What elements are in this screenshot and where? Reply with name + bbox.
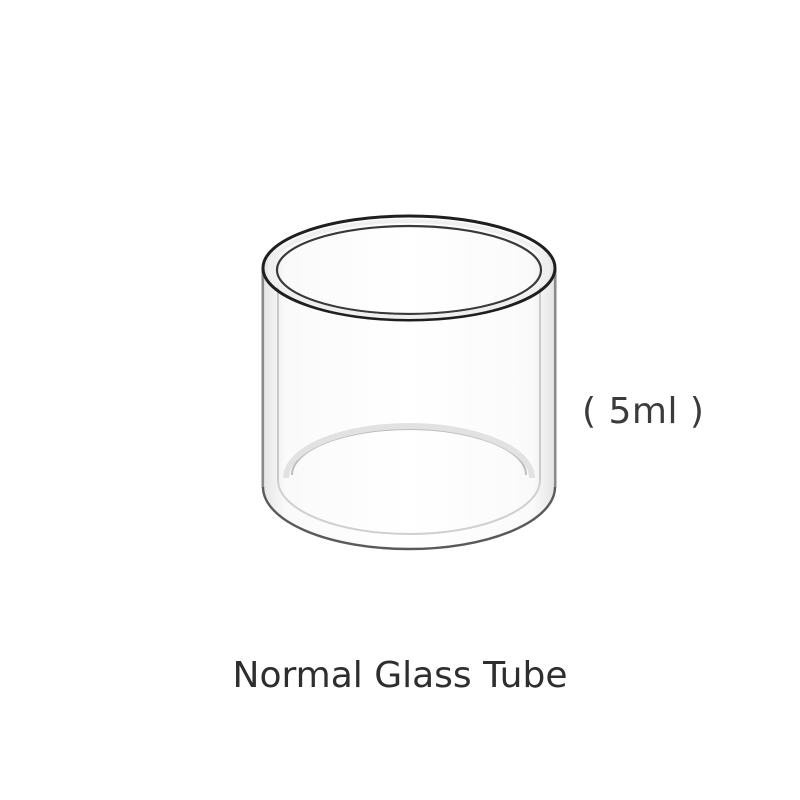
- glass-inner-base-soft: [283, 423, 535, 479]
- capacity-label: ( 5ml ): [582, 391, 705, 432]
- glass-bottom-rim-inner: [277, 479, 541, 535]
- glass-top-rim-outer: [261, 214, 557, 322]
- glass-top-rim-inner: [275, 224, 543, 316]
- product-caption: Normal Glass Tube: [232, 655, 568, 696]
- glass-bottom-rim: [261, 486, 557, 551]
- glass-inner-base: [291, 428, 527, 476]
- glass-body: [262, 216, 556, 549]
- glass-top-rim-highlight: [268, 219, 550, 319]
